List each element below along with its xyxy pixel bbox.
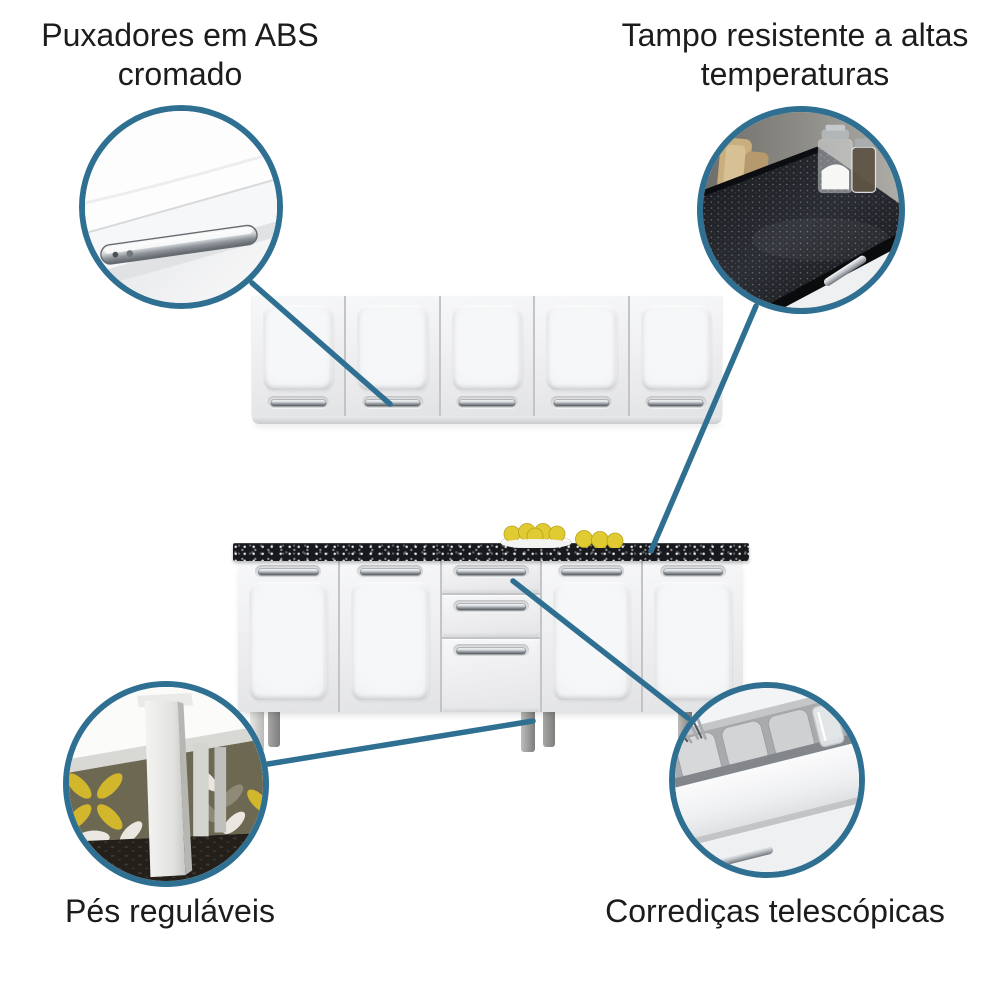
- door-panel: [552, 582, 631, 700]
- handle-recess: [357, 565, 424, 578]
- door-panel: [654, 582, 733, 700]
- adjustable-feet-photo: [69, 687, 263, 881]
- adjustable-feet-callout: [63, 681, 269, 887]
- lemon-bowl-decor: [500, 523, 624, 548]
- chrome-handle-callout: [79, 105, 283, 309]
- chrome-handle: [364, 399, 421, 406]
- handle-recess: [255, 565, 322, 578]
- chrome-handle: [270, 399, 327, 406]
- chrome-handle: [458, 399, 516, 406]
- chrome-handle: [456, 603, 526, 610]
- base-cabinet-door: [238, 560, 339, 712]
- wall-cabinet-doors: [252, 296, 723, 416]
- chrome-handle: [662, 568, 724, 575]
- cabinet-leg: [268, 710, 280, 747]
- handle-recess: [453, 600, 529, 613]
- base-cabinet-door: [340, 560, 441, 712]
- chrome-handle: [257, 568, 319, 575]
- door-panel: [351, 582, 430, 700]
- cabinet-leg: [521, 710, 535, 752]
- granite-countertop-callout: [697, 106, 905, 314]
- wall-cabinet: [252, 296, 723, 424]
- drawer-front: [442, 639, 540, 712]
- handle-recess: [362, 396, 424, 409]
- handle-recess: [456, 396, 518, 409]
- drawer-front: [442, 595, 540, 637]
- handle-recess: [453, 565, 529, 578]
- wall-cabinet-door: [629, 296, 723, 416]
- wall-cabinet-door: [440, 296, 534, 416]
- drawer-front: [442, 560, 540, 593]
- chrome-handle: [553, 399, 610, 406]
- door-panel: [640, 305, 712, 390]
- cabinet-leg: [543, 710, 555, 747]
- wall-cabinet-bottom-edge: [252, 416, 722, 424]
- base-doors-left: [238, 560, 441, 712]
- door-panel: [546, 305, 617, 390]
- wall-cabinet-door: [252, 296, 345, 416]
- chrome-handle: [647, 399, 704, 406]
- door-panel: [451, 305, 523, 390]
- cutlery-drawer-callout: [669, 682, 865, 878]
- handle-recess: [267, 396, 329, 409]
- feature-label-handles: Puxadores em ABS cromado: [41, 17, 319, 93]
- feature-label-countertop: Tampo resistente a altas temperaturas: [621, 17, 969, 93]
- door-panel: [263, 305, 334, 390]
- base-cabinet-door: [541, 560, 642, 712]
- cutlery-drawer-photo: [675, 688, 859, 872]
- chrome-handle: [359, 568, 421, 575]
- handle-recess: [645, 396, 707, 409]
- handle-recess: [453, 644, 529, 657]
- chrome-handle: [456, 647, 526, 654]
- wall-cabinet-door: [535, 296, 628, 416]
- granite-countertop: [233, 543, 749, 561]
- chrome-handle-photo: [85, 111, 277, 303]
- handle-recess: [558, 565, 625, 578]
- handle-recess: [550, 396, 612, 409]
- chrome-handle: [456, 568, 526, 575]
- base-doors-right: [541, 560, 744, 712]
- handle-recess: [660, 565, 727, 578]
- drawer-stack: [442, 560, 540, 712]
- door-panel: [357, 305, 428, 390]
- granite-countertop-photo: [703, 112, 899, 308]
- base-cabinet: [238, 560, 744, 712]
- door-panel: [249, 582, 328, 700]
- chrome-handle: [561, 568, 622, 575]
- wall-cabinet-door: [346, 296, 439, 416]
- feature-label-slides: Corrediças telescópicas: [605, 893, 945, 929]
- feature-label-feet: Pés reguláveis: [65, 893, 275, 929]
